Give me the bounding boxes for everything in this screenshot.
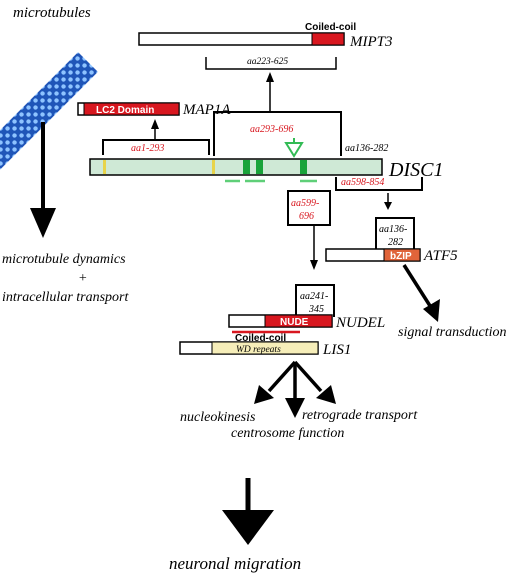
aa241-345-label-line2: 345 bbox=[308, 304, 324, 315]
mipt3-label: MIPT3 bbox=[349, 34, 393, 50]
signal-transduction-label: signal transduction bbox=[398, 325, 507, 340]
map1a-interaction-arrow bbox=[151, 119, 159, 140]
atf5-interaction-arrow bbox=[384, 193, 392, 210]
disc1-label: DISC1 bbox=[388, 159, 443, 181]
retrograde-transport-label: retrograde transport bbox=[302, 408, 418, 423]
microtubule-arrow bbox=[30, 122, 56, 238]
coiled-coil-nudel-label: Coiled-coil bbox=[235, 333, 286, 344]
aa598-854-bracket bbox=[335, 177, 423, 191]
microtubules-label: microtubules bbox=[13, 5, 91, 21]
aa241-345-label-line1: aa241- bbox=[300, 291, 328, 302]
lis1-function-arrows bbox=[254, 360, 336, 418]
aa136-282-top-label: aa136-282 bbox=[345, 143, 388, 154]
aa598-854-label: aa598-854 bbox=[341, 177, 384, 188]
aa223-625-label: aa223-625 bbox=[247, 57, 288, 67]
intracellular-transport-label: intracellular transport bbox=[2, 290, 130, 305]
nudel-interaction-arrow bbox=[310, 225, 318, 270]
aa599-696-label-line2: 696 bbox=[299, 211, 314, 222]
mipt3-interaction-arrow bbox=[266, 72, 274, 112]
bzip-label: bZIP bbox=[390, 251, 412, 262]
mipt3-protein bbox=[138, 32, 345, 46]
signal-transduction-arrow bbox=[402, 264, 440, 322]
coiled-coil-top-label: Coiled-coil bbox=[305, 22, 356, 33]
microtubule-graphic bbox=[0, 52, 98, 171]
green-arrow-icon bbox=[284, 138, 304, 158]
microtubule-dynamics-label: microtubule dynamics bbox=[2, 252, 126, 267]
nudel-label: NUDEL bbox=[335, 315, 385, 331]
aa1-293-bracket bbox=[102, 139, 210, 155]
lis1-protein bbox=[179, 341, 319, 355]
plus-label: + bbox=[78, 271, 87, 286]
aa223-625-bracket bbox=[205, 57, 337, 70]
lc2-domain-label: LC2 Domain bbox=[96, 105, 154, 116]
centrosome-function-label: centrosome function bbox=[231, 426, 344, 441]
aa599-696-box bbox=[287, 190, 331, 226]
disc1-protein bbox=[89, 158, 383, 183]
aa293-696-label: aa293-696 bbox=[250, 124, 293, 135]
aa599-696-label-line1: aa599- bbox=[291, 198, 319, 209]
nudel-protein bbox=[228, 314, 333, 334]
nucleokinesis-label: nucleokinesis bbox=[180, 410, 256, 425]
neuronal-migration-label: neuronal migration bbox=[169, 554, 301, 573]
aa1-293-label: aa1-293 bbox=[131, 143, 164, 154]
wd-repeats-label: WD repeats bbox=[236, 345, 281, 355]
nude-label: NUDE bbox=[280, 317, 309, 328]
aa136-282-atf5-label-line1: aa136- bbox=[379, 224, 407, 235]
neuronal-migration-arrow bbox=[222, 478, 274, 545]
aa136-282-atf5-box bbox=[375, 217, 415, 250]
lis1-label: LIS1 bbox=[322, 342, 351, 358]
aa293-696-bracket bbox=[213, 111, 342, 156]
aa241-345-box bbox=[295, 284, 335, 317]
aa136-282-atf5-label-line2: 282 bbox=[388, 237, 403, 248]
map1a-label: MAP1A bbox=[182, 102, 231, 118]
atf5-label: ATF5 bbox=[423, 248, 458, 264]
atf5-protein bbox=[325, 248, 421, 262]
map1a-protein bbox=[77, 102, 180, 116]
